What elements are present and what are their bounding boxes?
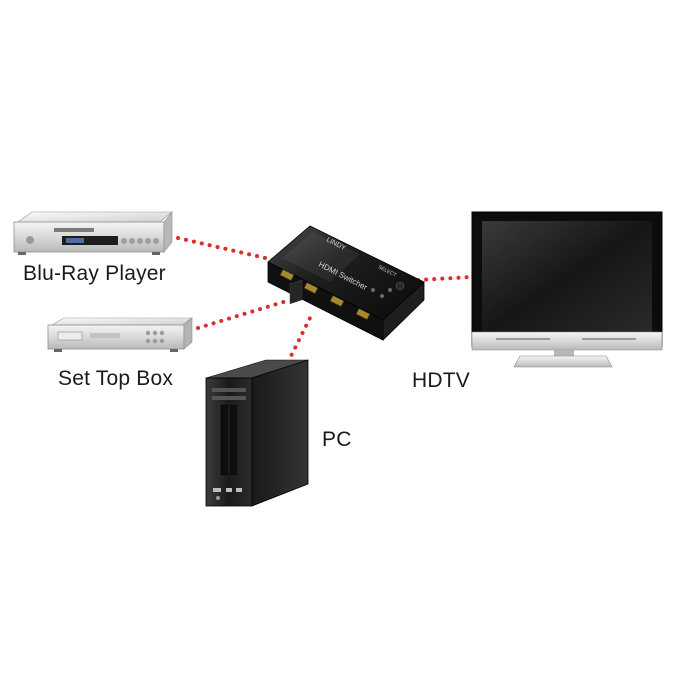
pc-tower-icon <box>205 279 309 507</box>
set-top-box-label: Set Top Box <box>58 367 174 390</box>
connection-bluray-switcher <box>176 236 285 264</box>
connection-stb-switcher <box>196 298 292 330</box>
hdtv-label: HDTV <box>412 369 470 392</box>
bluray-player-label: Blu-Ray Player <box>23 262 166 285</box>
hdtv-icon <box>471 211 663 368</box>
pc-label: PC <box>322 428 352 451</box>
set-top-box-icon <box>47 317 193 352</box>
connection-pc-switcher <box>286 316 312 364</box>
hdmi-switcher-icon: HDMI Switcher LINDY SELECT <box>267 225 425 341</box>
connection-lines <box>176 236 474 364</box>
bluray-player-icon <box>13 211 173 255</box>
connection-switcher-hdtv <box>416 275 474 282</box>
